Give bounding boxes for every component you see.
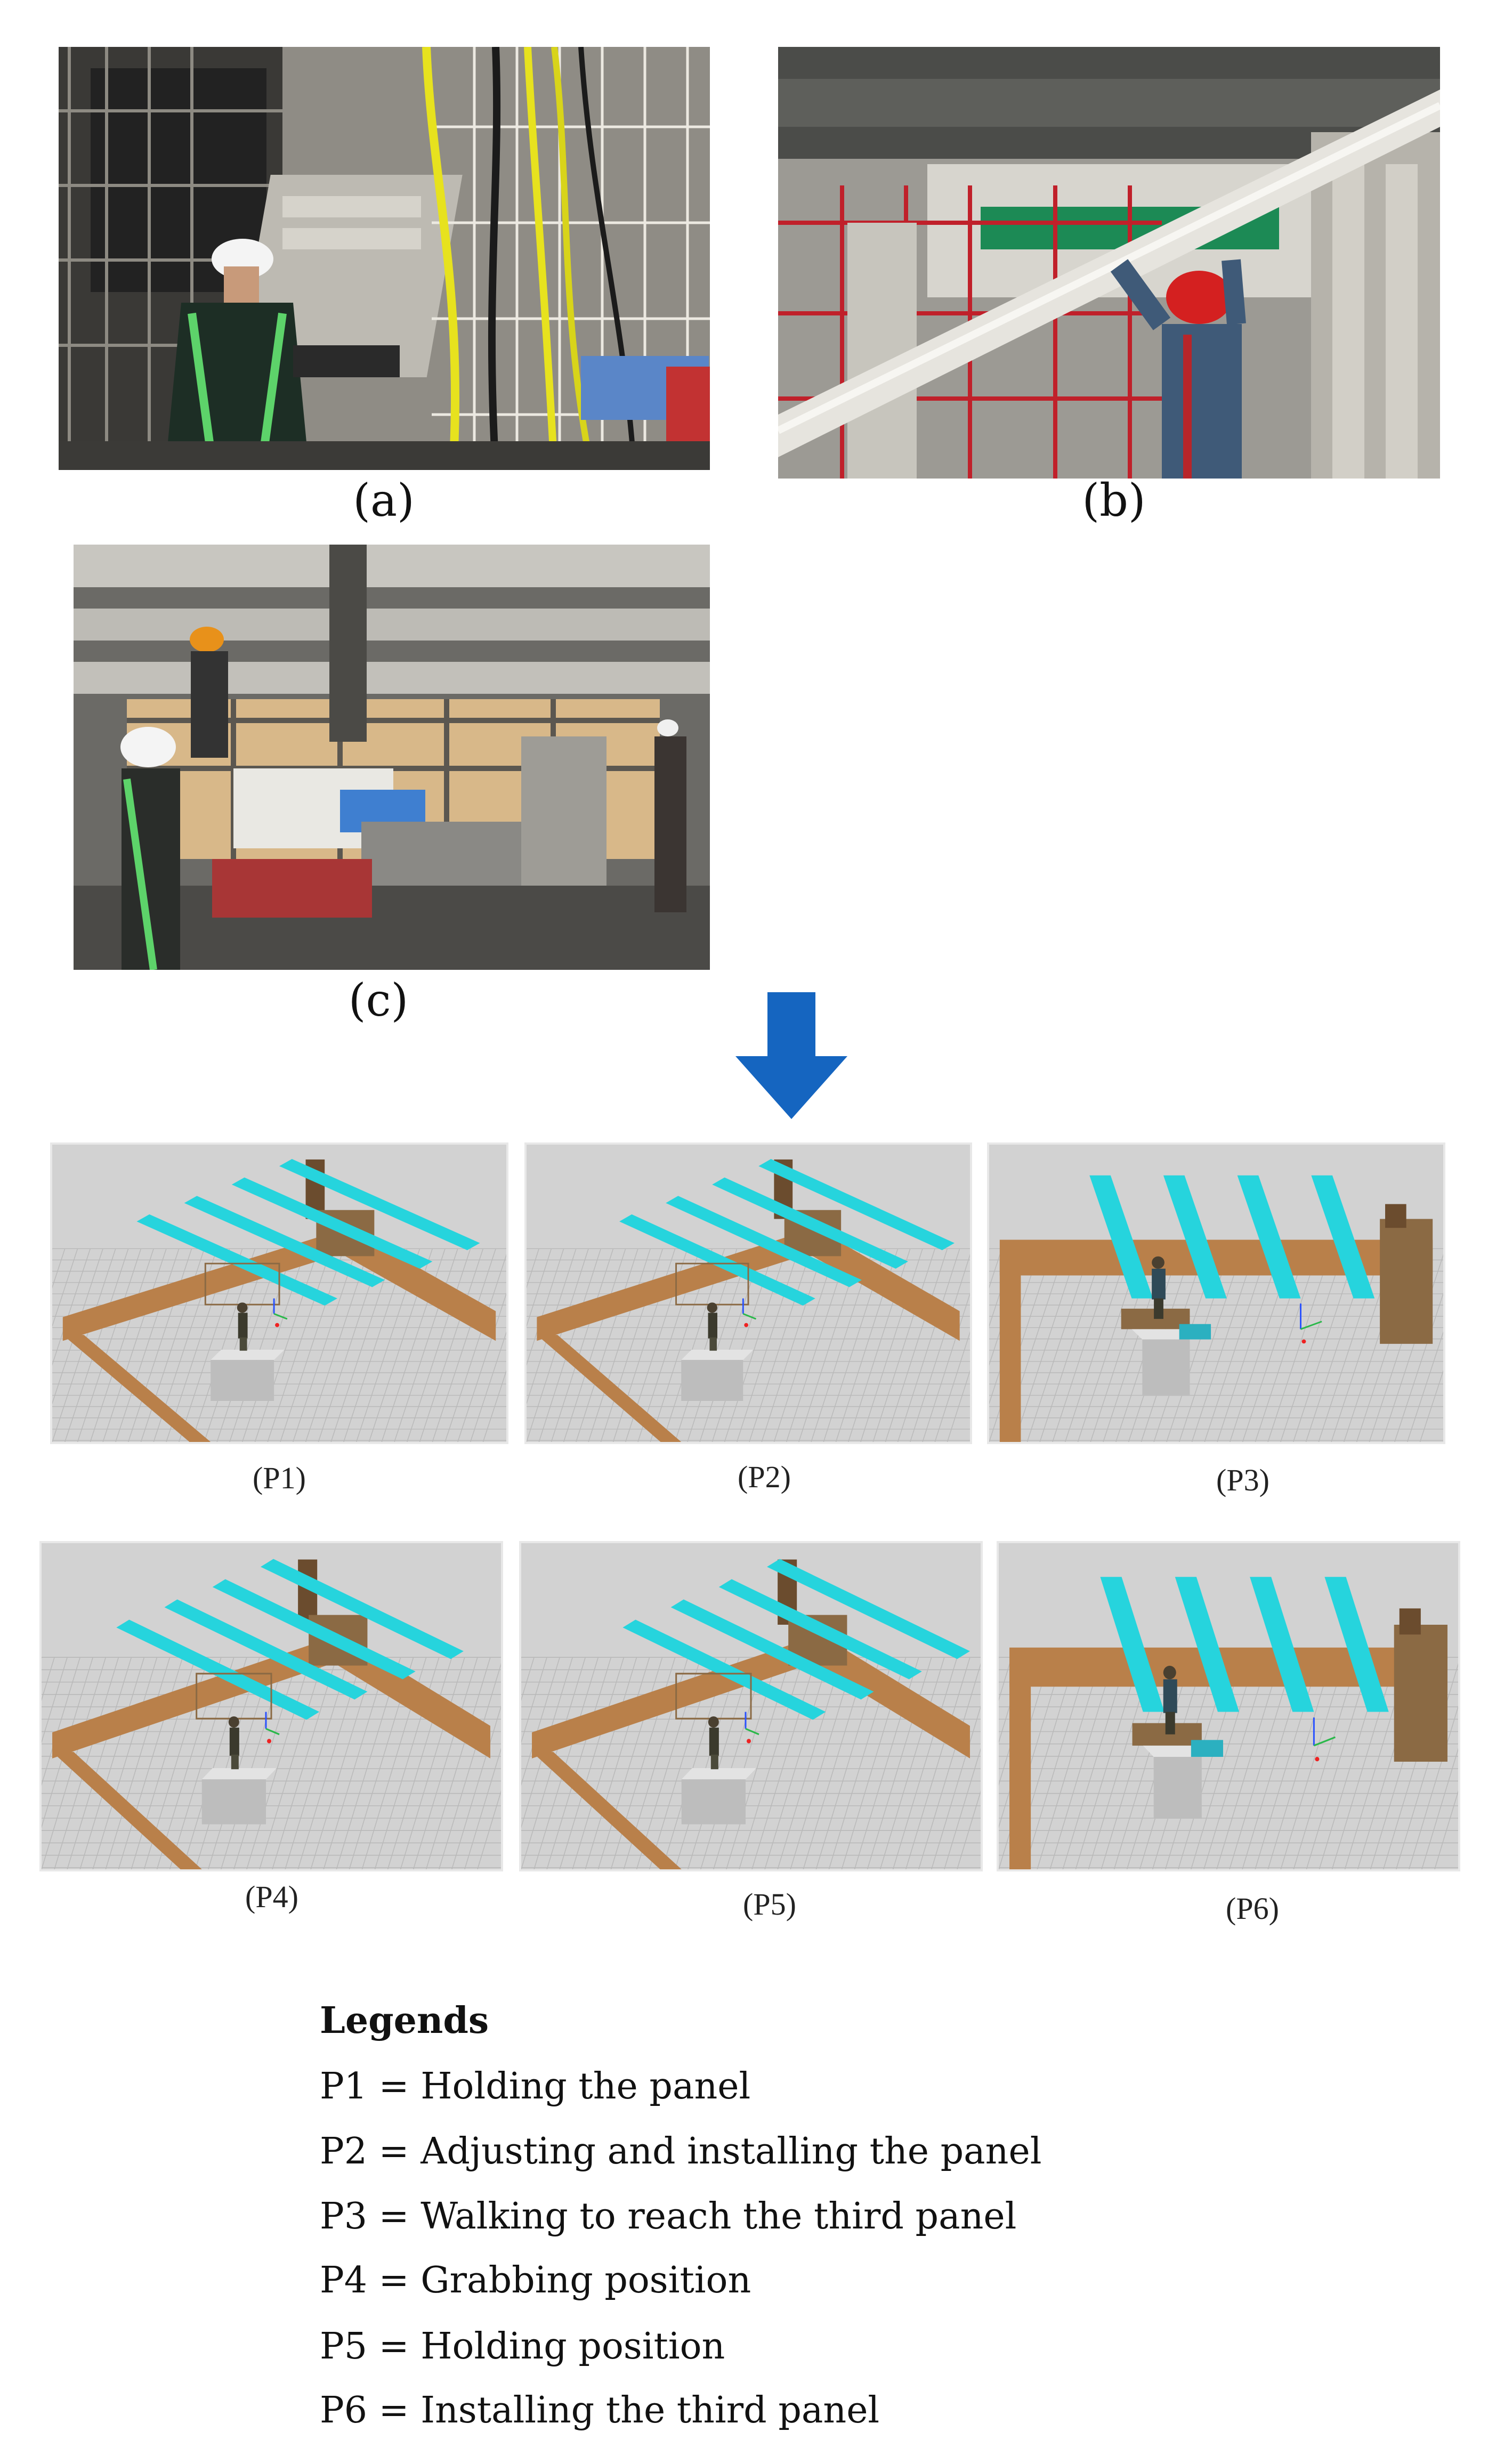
scene-p5 <box>519 1541 983 1871</box>
legend-item-p3: P3 = Walking to reach the third panel <box>320 2195 1017 2238</box>
scene-p3-caption: (P3) <box>1216 1463 1269 1497</box>
scene-p6-caption: (P6) <box>1226 1891 1279 1926</box>
scene-p1-caption: (P1) <box>253 1461 306 1495</box>
legend-item-p2: P2 = Adjusting and installing the panel <box>320 2130 1042 2173</box>
scene-p5-caption: (P5) <box>743 1887 796 1922</box>
scene-p1 <box>50 1142 508 1444</box>
scene-p3 <box>987 1142 1445 1444</box>
legend-item-p1: P1 = Holding the panel <box>320 2065 751 2108</box>
scene-p2-caption: (P2) <box>738 1460 791 1494</box>
photo-c <box>74 545 710 970</box>
photo-c-caption: (c) <box>348 974 409 1026</box>
scene-p4-caption: (P4) <box>245 1879 298 1914</box>
legend-item-p4: P4 = Grabbing position <box>320 2259 751 2301</box>
legend-item-p5: P5 = Holding position <box>320 2325 725 2368</box>
down-arrow-icon <box>735 992 847 1119</box>
legend-item-p6: P6 = Installing the third panel <box>320 2389 880 2431</box>
photo-b <box>778 47 1440 479</box>
photo-a <box>59 47 710 470</box>
scene-p4 <box>39 1541 503 1871</box>
scene-p2 <box>524 1142 972 1444</box>
photo-a-caption: (a) <box>353 474 415 526</box>
legend-title: Legends <box>320 1999 489 2042</box>
photo-b-caption: (b) <box>1082 474 1146 526</box>
scene-p6 <box>997 1541 1460 1871</box>
